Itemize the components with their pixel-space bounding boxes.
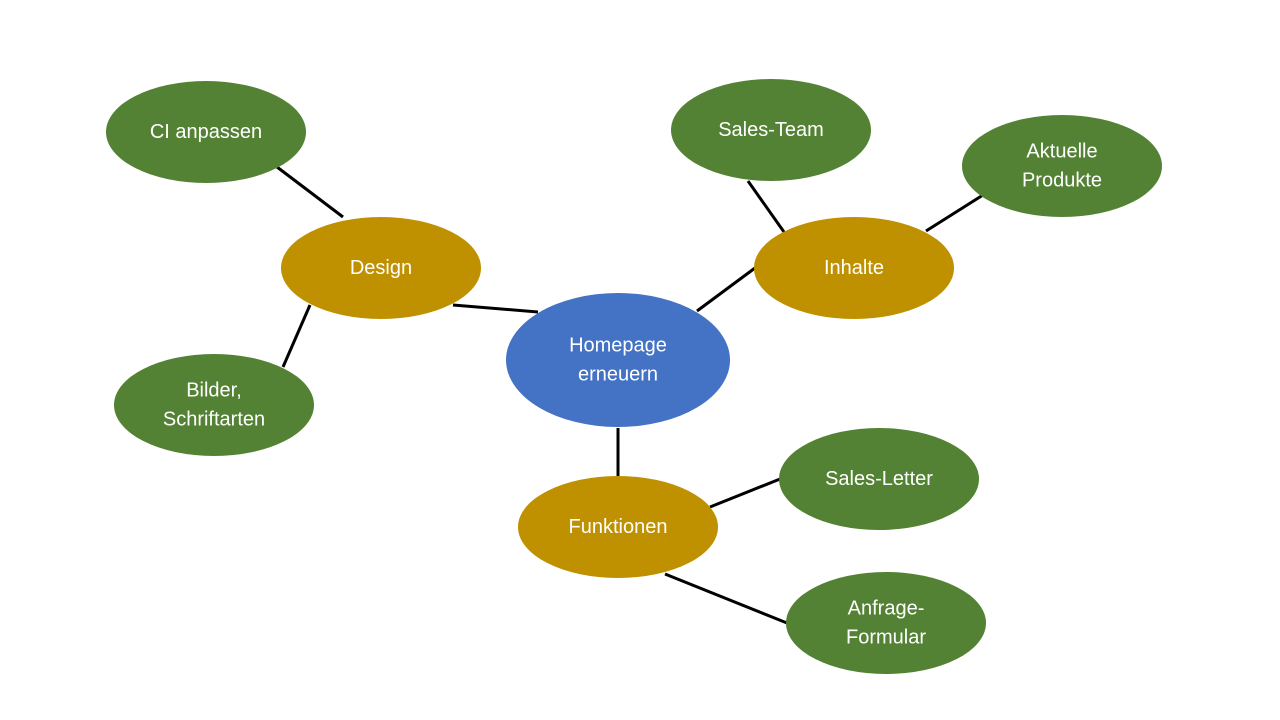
node-inhalte-label-line-1: Inhalte: [824, 257, 884, 279]
connector-lines: [276, 165, 984, 625]
node-homepage-label-line-2: erneuern: [578, 364, 658, 386]
node-inhalte: Inhalte: [754, 217, 954, 319]
connector-inhalte-to-sales-team: [746, 180, 786, 233]
node-design: Design: [281, 217, 481, 319]
node-bilder-schriftarten: Bilder, Schriftarten: [114, 354, 314, 456]
connector-inhalte-to-aktuelle-produkte: [925, 193, 984, 233]
node-homepage: Homepage erneuern: [506, 293, 730, 427]
node-homepage-label-line-1: Homepage: [569, 335, 667, 357]
node-bilder-schriftarten-shape: [114, 354, 314, 456]
node-sales-letter-shape: [779, 428, 979, 530]
node-sales-letter: Sales-Letter: [779, 428, 979, 530]
node-funktionen: Funktionen: [518, 476, 718, 578]
node-funktionen-label-line-1: Funktionen: [569, 516, 668, 538]
node-anfrage-formular-label-line-2: Formular: [846, 627, 926, 649]
connector-homepage-to-design: [452, 303, 539, 314]
node-inhalte-shape: [754, 217, 954, 319]
node-sales-letter-label-line-1: Sales-Letter: [825, 468, 933, 490]
node-ci-anpassen-shape: [106, 81, 306, 183]
node-aktuelle-produkte-label-line-1: Aktuelle: [1026, 141, 1097, 163]
node-anfrage-formular-shape: [786, 572, 986, 674]
node-design-label-line-1: Design: [350, 257, 412, 279]
node-design-shape: [281, 217, 481, 319]
connector-funktionen-to-sales-letter: [709, 477, 781, 509]
node-anfrage-formular-label-line-1: Anfrage-: [848, 598, 925, 620]
node-sales-team-label-line-1: Sales-Team: [718, 119, 824, 141]
node-anfrage-formular: Anfrage- Formular: [786, 572, 986, 674]
node-bilder-schriftarten-label-line-2: Schriftarten: [163, 409, 265, 431]
connector-design-to-ci-anpassen: [276, 165, 344, 219]
connector-design-to-bilder-schriftarten: [281, 304, 312, 368]
node-aktuelle-produkte-shape: [962, 115, 1162, 217]
node-ci-anpassen-label-line-1: CI anpassen: [150, 121, 262, 143]
node-homepage-shape: [506, 293, 730, 427]
node-funktionen-shape: [518, 476, 718, 578]
node-aktuelle-produkte-label-line-2: Produkte: [1022, 170, 1102, 192]
connector-funktionen-to-anfrage-formular: [664, 572, 788, 625]
node-sales-team-shape: [671, 79, 871, 181]
connector-homepage-to-inhalte: [696, 266, 756, 313]
mind-map-nodes: Homepage erneuern Design CI anpassenBilder,…: [106, 79, 1162, 674]
node-ci-anpassen: CI anpassen: [106, 81, 306, 183]
node-sales-team: Sales-Team: [671, 79, 871, 181]
node-bilder-schriftarten-label-line-1: Bilder,: [186, 380, 242, 402]
